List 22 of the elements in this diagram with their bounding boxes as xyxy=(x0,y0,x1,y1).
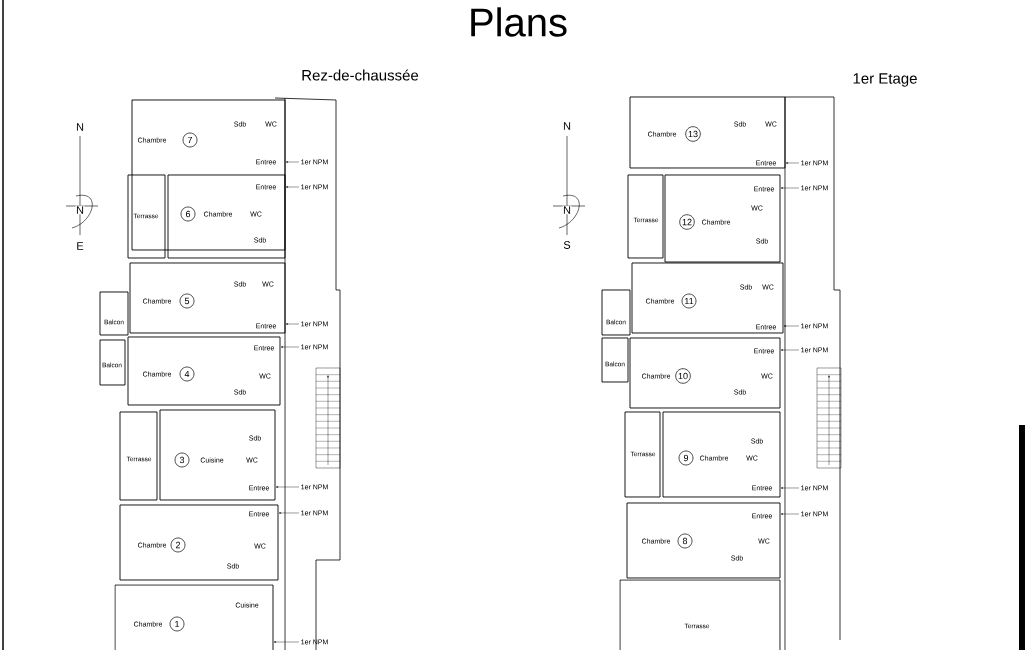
compass-letter: N xyxy=(75,205,85,215)
plan-heading: 1er Etage xyxy=(853,73,917,87)
arrow xyxy=(780,487,800,489)
plan-heading: Rez-de-chaussée xyxy=(302,69,419,81)
compass-letter: N xyxy=(562,205,572,215)
arrow xyxy=(780,187,800,189)
arrow xyxy=(783,325,800,327)
compass-letter: S xyxy=(562,240,572,250)
compass-letter: N xyxy=(75,122,85,132)
compass-letter: N xyxy=(562,121,572,131)
arrow xyxy=(785,162,800,164)
arrow xyxy=(285,323,300,325)
arrow xyxy=(780,349,800,351)
arrow xyxy=(280,346,300,348)
arrow xyxy=(285,186,300,188)
arrow xyxy=(278,512,300,514)
arrow xyxy=(780,513,800,515)
compass-letter: E xyxy=(75,241,85,251)
title: Plans xyxy=(471,7,567,37)
arrow xyxy=(275,486,300,488)
arrow xyxy=(285,161,300,163)
arrow xyxy=(273,641,300,643)
